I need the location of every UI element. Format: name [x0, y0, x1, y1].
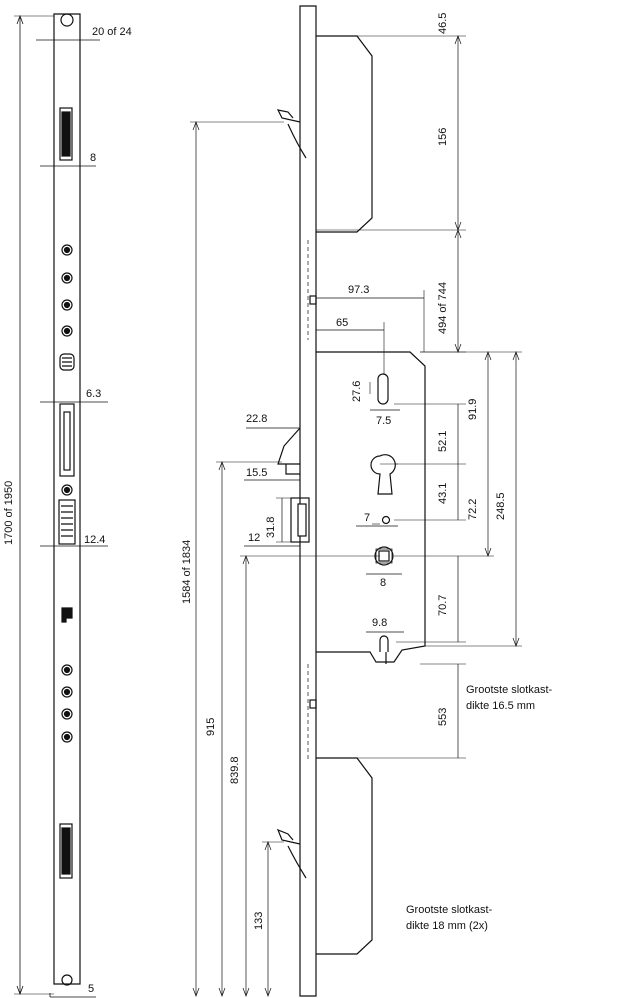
dim-97-3: 97.3: [348, 284, 370, 296]
bottom-hook: [276, 828, 307, 879]
dim-5: 5: [88, 983, 95, 995]
small-hole: [381, 515, 391, 525]
dim-frontplate-width: 20 of 24: [92, 26, 132, 38]
top-hook-slot: [59, 107, 73, 161]
dim-65: 65: [336, 317, 349, 329]
dim-72-2: 72.2: [467, 498, 479, 520]
deadbolt: [63, 411, 71, 471]
dim-1584-1834: 1584 of 1834: [181, 539, 193, 604]
bottom-screw-hole: [61, 974, 73, 986]
plate-tab: [309, 295, 317, 305]
screw-hole: [61, 244, 73, 256]
dim-8: 8: [90, 152, 97, 164]
screw-hole: [61, 272, 73, 284]
note-max-case-thickness-1: Grootste slotkast- dikte 16.5 mm: [466, 682, 552, 714]
note1-line2: dikte 16.5 mm: [466, 700, 536, 712]
side-view: [190, 5, 522, 997]
front-plate-view: [14, 13, 108, 998]
dim-7: 7: [364, 512, 371, 524]
dim-12-4: 12.4: [84, 534, 106, 546]
front-plate-outline: [53, 13, 81, 985]
dim-15-5: 15.5: [246, 467, 268, 479]
dim-156: 156: [437, 127, 449, 146]
bottom-auxiliary-box: [316, 757, 373, 955]
cylinder-hole: [370, 454, 396, 495]
top-hook-fill: [61, 111, 71, 157]
deadbolt-side: [290, 497, 310, 543]
note-max-case-thickness-2: Grootste slotkast- dikte 18 mm (2x): [406, 902, 492, 934]
screw-hole: [61, 325, 73, 337]
dim-9-8: 9.8: [372, 617, 388, 629]
dim-553: 553: [437, 707, 449, 726]
note2-line2: dikte 18 mm (2x): [406, 920, 488, 932]
dim-total-length: 1700 of 1950: [3, 480, 15, 545]
dim-27-6: 27.6: [351, 380, 363, 402]
dim-52-1: 52.1: [437, 430, 449, 452]
roller-bolt: [58, 499, 76, 545]
deadbolt-slot: [59, 403, 75, 477]
dim-12: 12: [248, 532, 261, 544]
dim-43-1: 43.1: [437, 482, 449, 504]
note1-line1: Grootste slotkast-: [466, 684, 553, 696]
latch-bolt: [59, 353, 75, 371]
dim-915: 915: [205, 717, 217, 736]
dim-248-5: 248.5: [495, 492, 507, 520]
main-lock-case: [316, 351, 426, 663]
dim-70-7: 70.7: [437, 594, 449, 616]
dim-6-3: 6.3: [86, 388, 102, 400]
screw-hole: [61, 299, 73, 311]
dim-8b: 8: [380, 577, 387, 589]
bottom-hook-slot: [59, 823, 73, 879]
dim-22-8: 22.8: [246, 413, 268, 425]
note2-line1: Grootste slotkast-: [406, 904, 493, 916]
dim-494-744: 494 of 744: [437, 282, 449, 334]
screw-hole: [61, 484, 73, 496]
top-screw-hole: [60, 13, 74, 27]
dim-839-8: 839.8: [229, 756, 241, 784]
top-slot: [377, 373, 389, 405]
dim-31-8: 31.8: [265, 516, 277, 538]
top-auxiliary-box: [316, 35, 373, 233]
latch-bolt-side: [277, 427, 301, 465]
dim-91-9: 91.9: [467, 398, 479, 420]
dim-133: 133: [253, 911, 265, 930]
mid-latch-mark: [61, 607, 73, 623]
side-front-plate: [299, 5, 317, 997]
dim-46-5: 46.5: [437, 12, 449, 34]
dim-7-5: 7.5: [376, 415, 392, 427]
top-hook: [276, 109, 307, 159]
